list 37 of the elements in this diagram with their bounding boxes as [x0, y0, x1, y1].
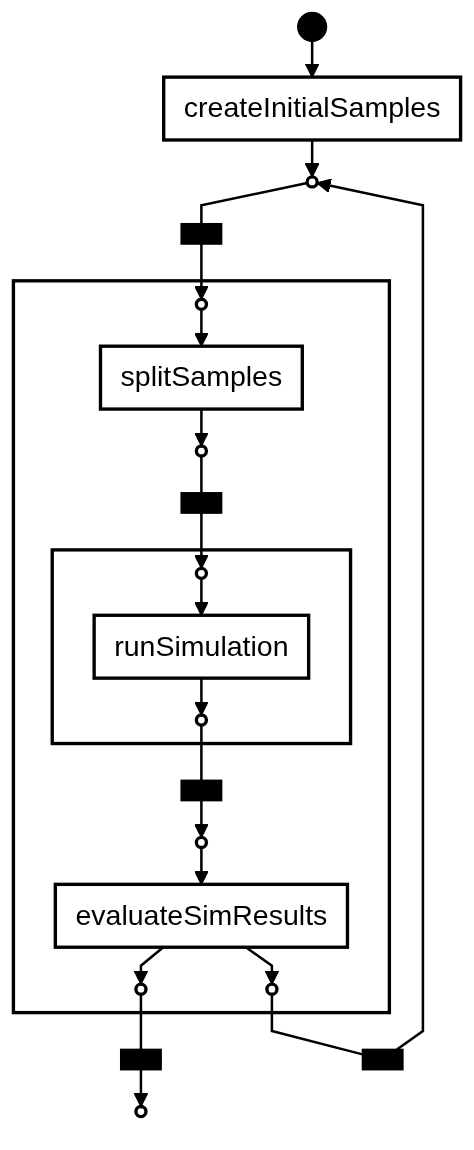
node-circle	[194, 713, 209, 727]
node-circle	[297, 11, 328, 42]
arrow	[194, 678, 209, 716]
node-circle	[305, 175, 319, 189]
connector	[200, 456, 203, 493]
node-circle	[134, 982, 148, 996]
node-box: runSimulation	[92, 613, 311, 680]
node-box: evaluateSimResults	[53, 882, 350, 949]
arrow	[133, 1069, 149, 1108]
node-circle	[194, 444, 209, 458]
arrow	[194, 800, 209, 839]
node-box: createInitialSamples	[162, 75, 463, 142]
arrow	[194, 243, 209, 300]
node-bar	[180, 779, 223, 802]
node-bar	[361, 1048, 404, 1071]
node-box: splitSamples	[98, 344, 304, 411]
cluster	[50, 548, 353, 746]
node-circle	[134, 1104, 148, 1119]
node-circle	[265, 982, 279, 996]
connector	[200, 725, 203, 781]
node-circle	[194, 835, 209, 850]
arrow	[194, 578, 209, 616]
arrow	[194, 513, 209, 569]
arrow	[316, 178, 425, 1051]
arrow	[194, 309, 209, 347]
arrow	[304, 40, 320, 78]
node-bar	[180, 222, 223, 245]
node-circle	[194, 297, 209, 311]
node-bar	[119, 1048, 162, 1071]
connector	[139, 994, 143, 1050]
arrow	[194, 409, 209, 447]
connector	[270, 994, 363, 1056]
arrow	[304, 140, 320, 178]
connector	[200, 181, 308, 224]
node-bar	[180, 492, 223, 514]
cluster	[11, 279, 392, 1015]
node-circle	[194, 566, 209, 581]
